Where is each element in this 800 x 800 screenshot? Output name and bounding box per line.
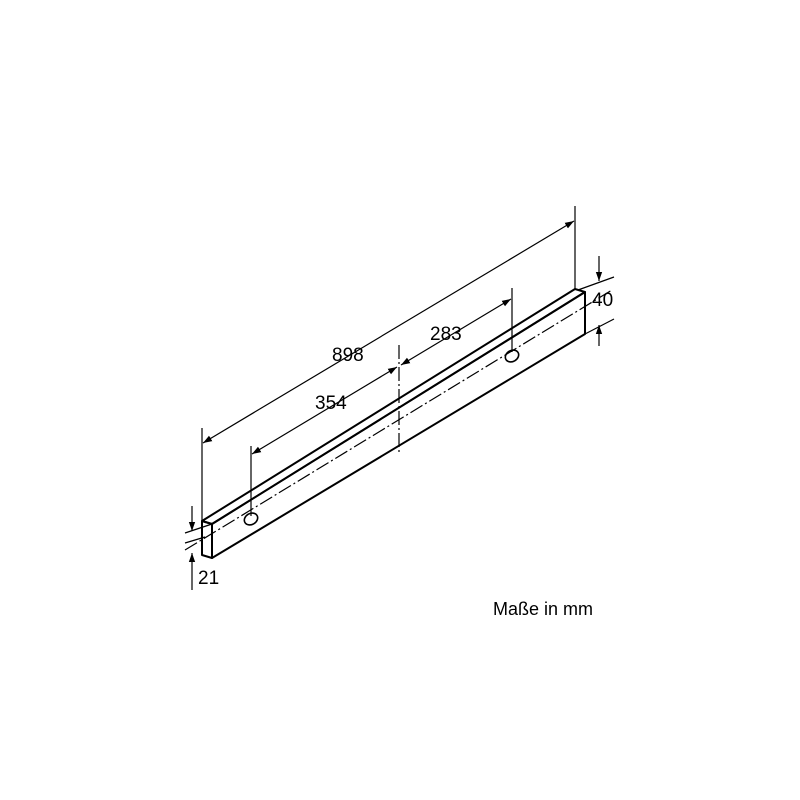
dimline-hole-offset-left bbox=[251, 366, 398, 455]
bar-top-face bbox=[201, 288, 586, 525]
dimension-labels: 898 354 283 40 21 bbox=[198, 290, 613, 589]
label-total-length: 898 bbox=[332, 345, 364, 366]
ext-height-top bbox=[577, 276, 615, 291]
bar-end-face bbox=[201, 520, 213, 559]
dimension-lines bbox=[188, 220, 603, 590]
center-lines bbox=[184, 289, 613, 551]
dimline-total-length bbox=[202, 220, 575, 444]
units-note: Maße in mm bbox=[493, 599, 593, 619]
label-hole-offset-left: 354 bbox=[315, 393, 347, 414]
mounting-hole-left bbox=[243, 512, 259, 526]
label-hole-offset-right: 283 bbox=[430, 324, 462, 345]
label-depth: 21 bbox=[198, 568, 219, 589]
ext-depth-top bbox=[184, 523, 213, 534]
ext-depth-bottom bbox=[184, 536, 206, 544]
dimline-hole-offset-right bbox=[400, 298, 512, 366]
label-height: 40 bbox=[592, 290, 613, 311]
mounting-holes bbox=[243, 349, 520, 526]
